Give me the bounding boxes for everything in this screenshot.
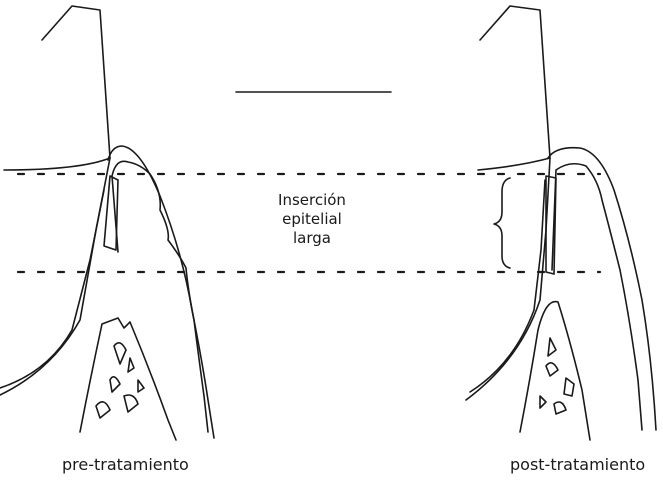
post-bone-trabecula-5 [554,402,566,414]
pre-bone-trabecula-1 [114,343,126,364]
post-bone-trabecula-2 [546,363,558,376]
epithelial-brace [494,178,510,268]
post-gingiva-inner [552,164,642,430]
pre-treatment-tooth-diagram [0,6,214,440]
post-bone-trabecula-4 [540,396,546,408]
post-treatment-caption: post-tratamiento [510,455,645,474]
epithelial-label-line-1: Inserción [262,191,362,210]
pre-tooth-root [0,158,110,395]
epithelial-insertion-label: Inserción epitelial larga [262,191,362,248]
pre-gingiva-inner [112,161,208,432]
pre-pocket [104,176,118,250]
post-treatment-tooth-diagram [466,6,656,440]
epithelial-label-line-3: larga [262,229,362,248]
post-bone-trabecula-3 [564,378,574,396]
pre-bone-trabecula-5 [96,402,110,418]
pre-gingiva-outer [108,146,214,438]
pre-bone-trabecula-2 [128,358,134,372]
post-tooth-crown [478,6,550,170]
epithelial-label-line-2: epitelial [262,210,362,229]
pre-treatment-caption: pre-tratamiento [62,455,189,474]
post-bone-trabecula-1 [548,338,556,356]
pre-bone-trabecula-3 [110,377,120,392]
pre-alveolar-bone [80,318,176,440]
pre-tooth-crown [4,6,110,170]
pre-bone-trabecula-4 [124,395,138,412]
pre-bone-trabecula-6 [138,380,144,392]
